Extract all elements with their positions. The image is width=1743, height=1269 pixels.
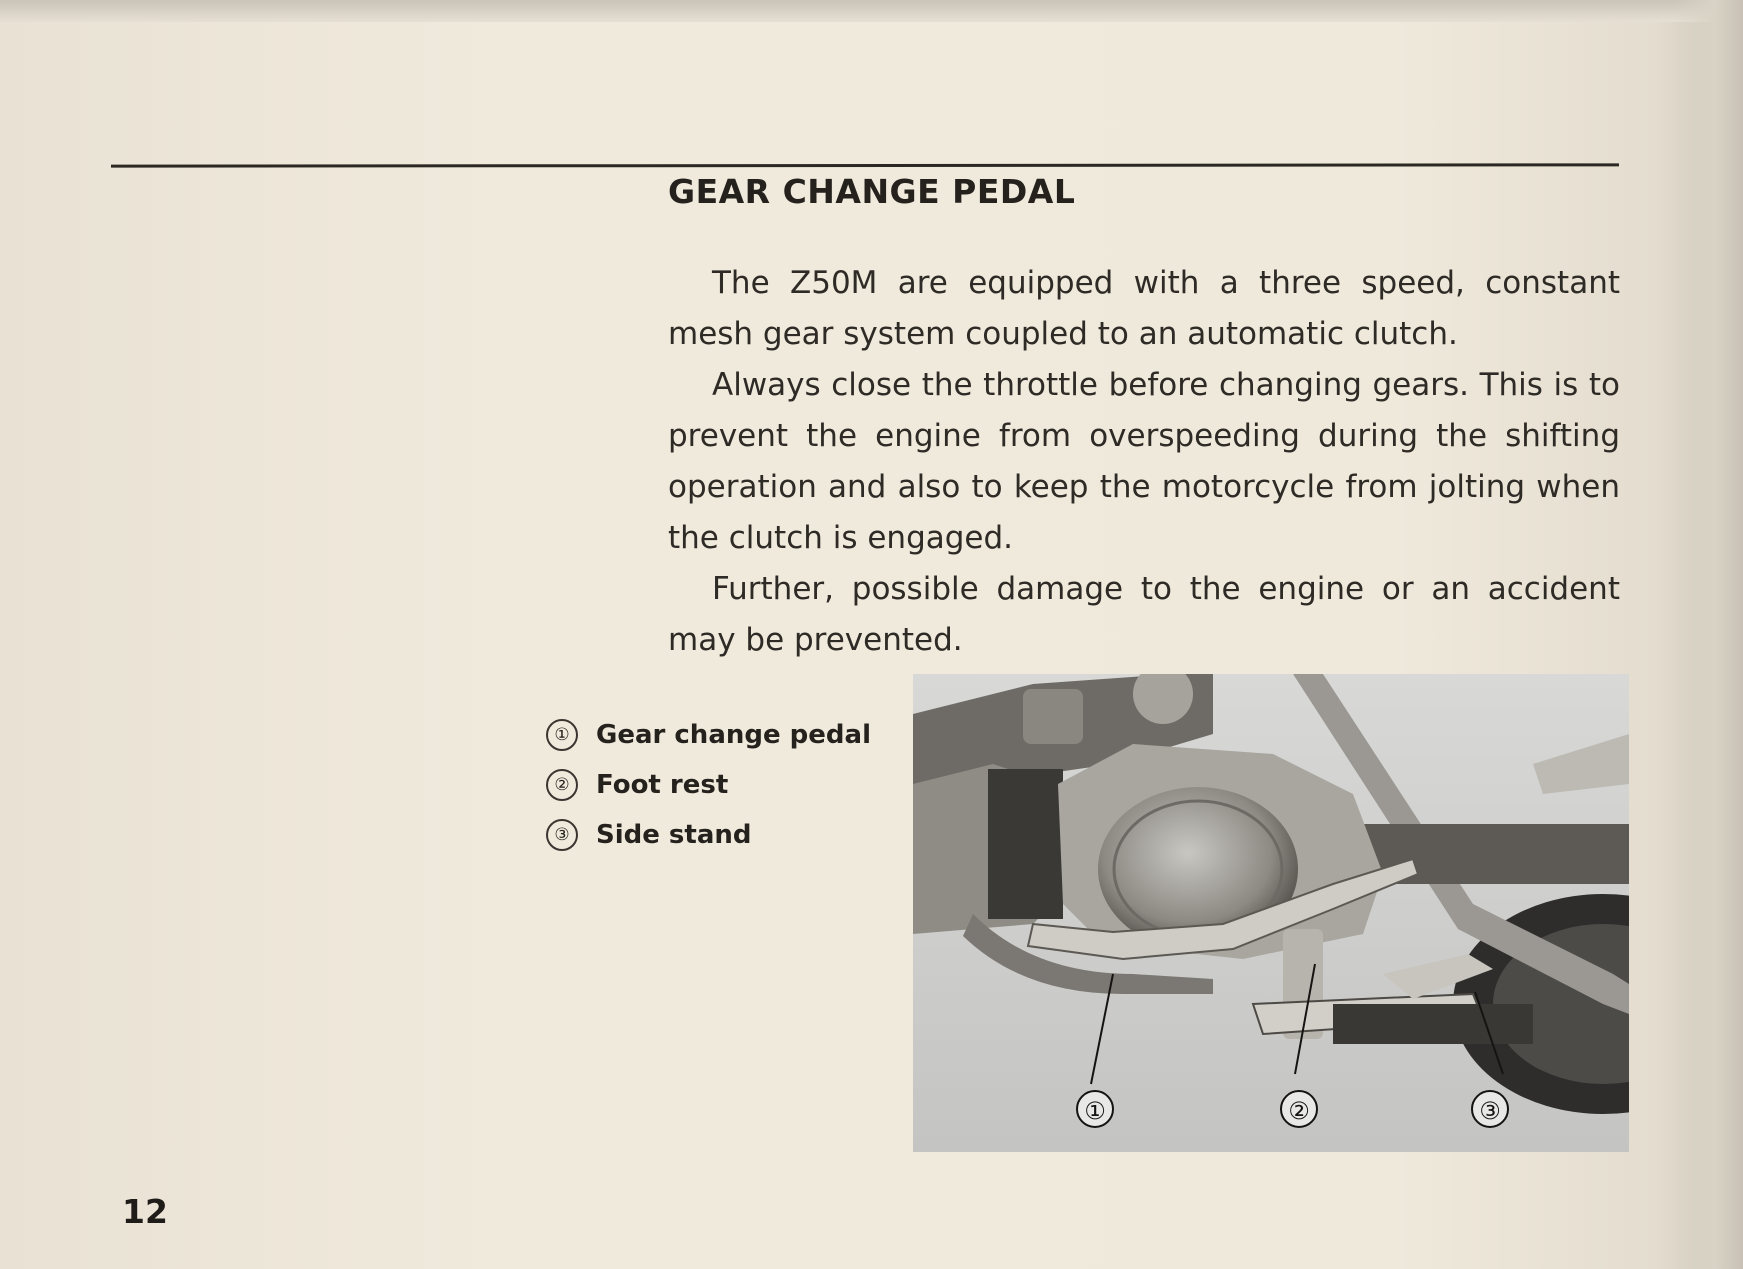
legend-label: Side stand [596, 820, 752, 850]
paragraph: Further, possible damage to the engine o… [668, 571, 1620, 658]
legend-item: ② Foot rest [546, 760, 871, 810]
engine-photo: ① ② ③ [913, 674, 1629, 1152]
page-title: GEAR CHANGE PEDAL [668, 172, 1076, 211]
legend-label: Gear change pedal [596, 720, 871, 750]
legend-number: ③ [546, 819, 578, 851]
heading-rule [110, 163, 1620, 168]
page-right-edge [1673, 0, 1743, 1269]
callout-1: ① [1084, 1097, 1106, 1125]
page-top-shadow [0, 0, 1743, 22]
paragraph: Always close the throttle before changin… [668, 367, 1620, 556]
paragraph: The Z50M are equipped with a three speed… [668, 265, 1620, 352]
legend-number: ② [546, 769, 578, 801]
photo-legend: ① Gear change pedal ② Foot rest ③ Side s… [546, 710, 871, 860]
page-number: 12 [122, 1192, 168, 1231]
legend-item: ① Gear change pedal [546, 710, 871, 760]
callout-3: ③ [1479, 1097, 1501, 1125]
legend-number: ① [546, 719, 578, 751]
legend-item: ③ Side stand [546, 810, 871, 860]
legend-label: Foot rest [596, 770, 729, 800]
body-text: The Z50M are equipped with a three speed… [668, 258, 1620, 666]
engine-illustration: ① ② ③ [913, 674, 1629, 1152]
callout-2: ② [1288, 1097, 1310, 1125]
